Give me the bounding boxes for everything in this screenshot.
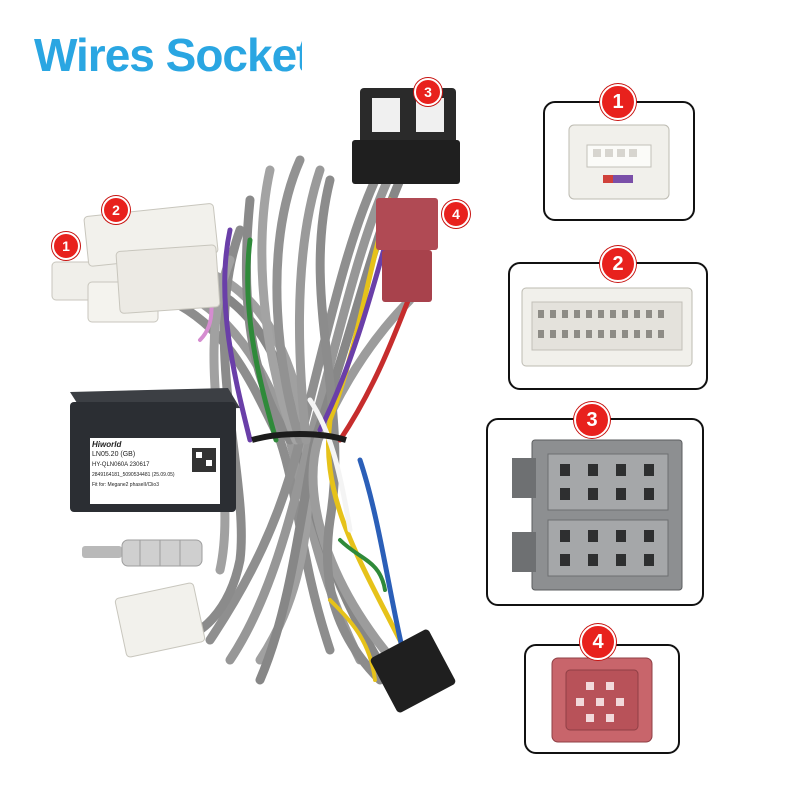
- connector-1-detail: [568, 124, 670, 200]
- connector-2-detail: [521, 287, 693, 367]
- module-brand: Hiworld: [92, 440, 122, 449]
- module-model: LN05.20 (GB): [92, 451, 136, 458]
- panel-badge-2: 2: [600, 246, 636, 282]
- module-fit-for: Fit for: Megane2 phaseII/Clio3: [92, 482, 159, 488]
- panel-badge-4: 4: [580, 624, 616, 660]
- detail-panel-3: [486, 418, 704, 606]
- panel-badge-3: 3: [574, 402, 610, 438]
- antenna-adapter-photo: [82, 539, 203, 567]
- module-sticker: Hiworld LN05.20 (GB) HY-QLN060A 230617 2…: [92, 440, 192, 490]
- module-serial: 2849164181_5090534481 (25.09.05): [92, 472, 175, 478]
- detail-panel-1: [543, 101, 695, 221]
- page-title: Wires Sockets: [34, 29, 302, 81]
- panel-badge-1: 1: [600, 84, 636, 120]
- cable-tie: [251, 431, 347, 443]
- callout-badge-2: 2: [102, 196, 130, 224]
- module-code: HY-QLN060A 230617: [92, 462, 150, 468]
- callout-badge-4: 4: [442, 200, 470, 228]
- callout-badge-1: 1: [52, 232, 80, 260]
- decoder-box-photo: [70, 388, 240, 512]
- bottom-connectors-photo: [114, 582, 456, 713]
- callout-badge-3: 3: [414, 78, 442, 106]
- connector-4-photo: [376, 198, 438, 302]
- detail-panel-4: [524, 644, 680, 754]
- connector-3-detail: [512, 439, 683, 591]
- detail-panel-2: [508, 262, 708, 390]
- connector-4-detail: [551, 657, 653, 743]
- connector-3-photo: [352, 88, 460, 184]
